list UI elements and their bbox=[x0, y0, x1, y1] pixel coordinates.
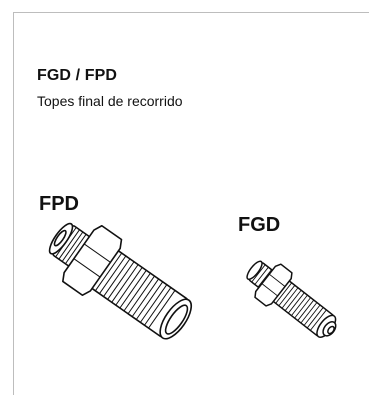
frame-border-left bbox=[13, 12, 14, 395]
frame-border-top bbox=[13, 12, 369, 13]
small-threaded-end-stop-icon bbox=[246, 260, 337, 338]
large-threaded-end-stop-icon bbox=[48, 222, 193, 340]
page-subtitle: Topes final de recorrido bbox=[37, 93, 183, 109]
product-label-fpd: FPD bbox=[39, 193, 79, 215]
product-label-fgd: FGD bbox=[238, 214, 281, 236]
page-title: FGD / FPD bbox=[37, 67, 118, 84]
